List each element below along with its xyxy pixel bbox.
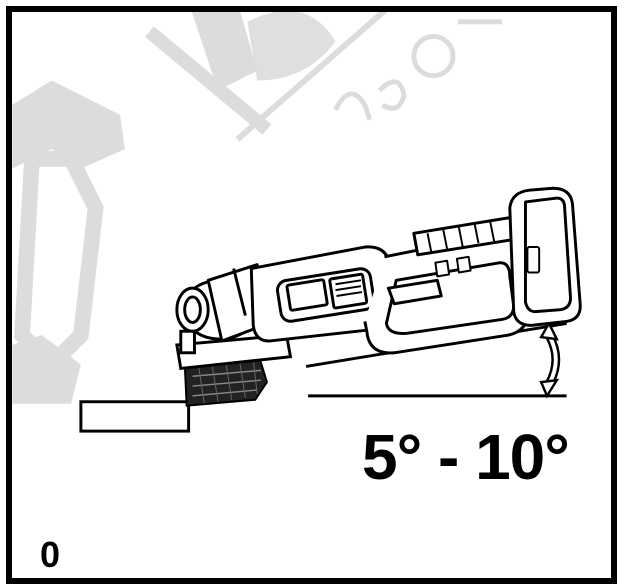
illustration-frame: 5° - 10° 0 <box>6 6 617 584</box>
angle-grinder-icon <box>175 186 582 355</box>
watermark-logo <box>12 12 502 404</box>
instruction-illustration <box>12 12 582 433</box>
workpiece <box>79 400 191 433</box>
figure-number: 0 <box>40 534 61 575</box>
angle-range-label: 5° - 10° <box>362 421 570 493</box>
guard <box>175 329 293 371</box>
double-arrow-icon <box>539 320 561 399</box>
